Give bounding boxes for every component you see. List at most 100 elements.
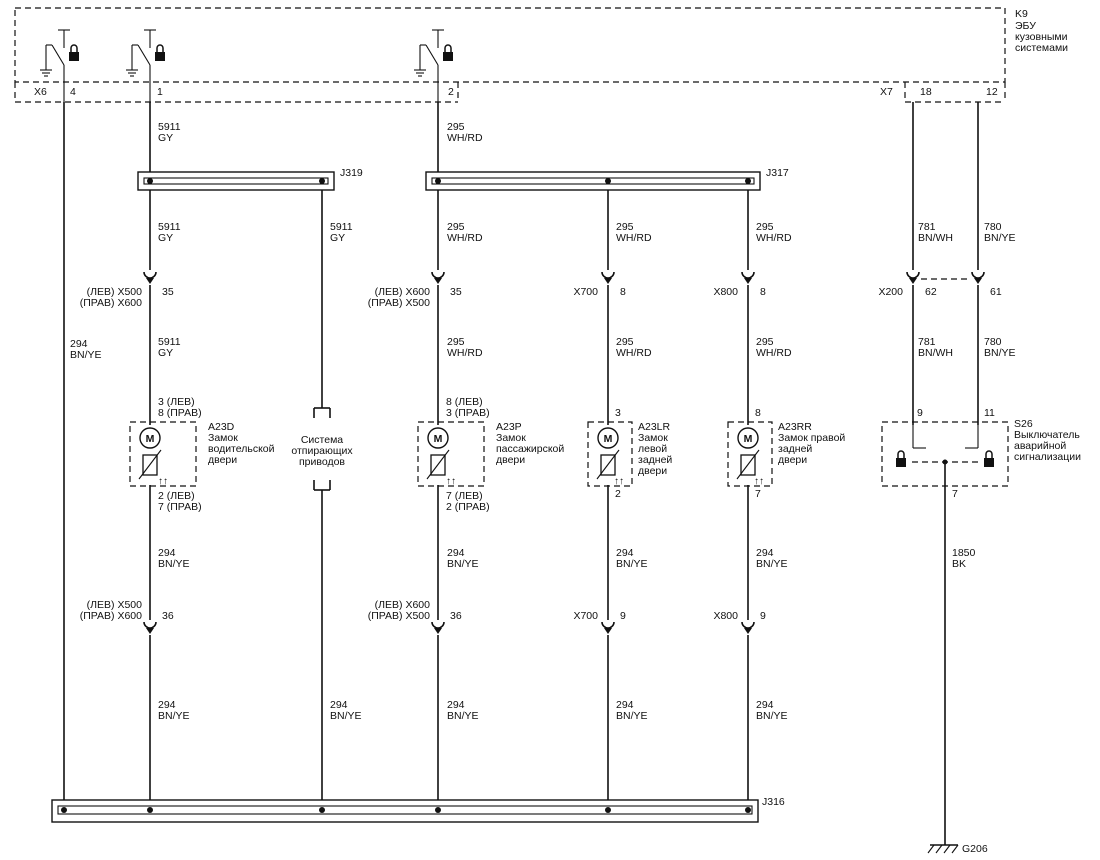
splice-j319: J319 [137,167,363,191]
actuator-a23lr: 3 M ↑↑ A23LR Замок левой задней двери 2 [587,407,672,500]
connector-pin: 36 [450,610,462,622]
unlock-system-label: Система [301,434,343,446]
ecu-pin-2: 2 [448,86,454,98]
wire-label: BN/YE [616,558,648,570]
wire-label: 294 [447,547,465,559]
connector-x500-35: (ЛЕВ) X500 (ПРАВ) X600 35 [80,271,174,309]
splice-j316: J316 [51,796,785,823]
wire-label: 294 [158,547,176,559]
ground-g206: G206 [927,843,988,855]
hazard-switch-s26: 9 11 S26 Выключатель аварийной сигнализа… [881,407,1081,500]
connector-pin: 35 [450,286,462,298]
inline-connectors-lower: (ЛЕВ) X500 (ПРАВ) X600 36 (ЛЕВ) X600 (ПР… [80,599,766,634]
wire-label: GY [158,232,173,244]
connector-label: (ПРАВ) X500 [368,610,430,622]
lock-icon [896,450,906,467]
connector-x6-label: X6 [34,86,47,98]
actuator-top-pin: 3 (ПРАВ) [446,407,490,419]
wire-label: 780 [984,336,1002,348]
wire-labels: 294 BN/YE 5911 GY 295 WH/RD 5911 GY 5911… [70,121,1016,722]
wire-label: 294 [70,338,88,350]
motor-symbol: M [146,433,155,445]
switch-pin: 11 [984,407,995,419]
wire-label: BN/YE [447,558,479,570]
actuator-desc: двери [638,465,667,477]
wire-label: GY [158,347,173,359]
connector-pin: 35 [162,286,174,298]
switch-desc: сигнализации [1014,451,1081,463]
actuator-desc: Замок [208,432,238,444]
actuator-desc: двери [208,454,237,466]
ecu-desc-line2: кузовными [1015,31,1068,43]
connector-pin: 36 [162,610,174,622]
actuator-desc: задней [778,443,812,455]
splice-j316-label: J316 [762,796,785,808]
connector-label: (ПРАВ) X500 [368,297,430,309]
connector-label: X700 [573,286,598,298]
actuator-a23d: 3 (ЛЕВ) 8 (ПРАВ) M ↑↑ A23D Замок водител… [129,396,275,513]
connector-x800-8: X800 8 [713,271,766,298]
connector-x7-label: X7 [880,86,893,98]
actuator-bottom-pin: 7 (ПРАВ) [158,501,202,513]
wire-label: 780 [984,221,1002,233]
actuator-code: A23D [208,421,235,433]
connector-label: X800 [713,286,738,298]
connector-pin: 9 [760,610,766,622]
connector-x200: X200 62 61 [878,271,1002,298]
wire-label: 294 [616,699,634,711]
wire-label: BN/WH [918,347,953,359]
actuator-bottom-pin: 7 (ЛЕВ) [446,490,483,502]
wire-label: 295 [447,121,465,133]
wire-label: 295 [447,336,465,348]
wire-label: BN/YE [158,558,190,570]
ecu-switch-3 [414,29,453,102]
actuator-desc: левой [638,443,667,455]
actuator-desc: пассажирской [496,443,564,455]
actuator-arrows: ↑↑ [754,476,764,487]
connector-label: X700 [573,610,598,622]
connector-pin: 62 [925,286,937,298]
connector-pin: 61 [990,286,1002,298]
switch-code: S26 [1014,418,1033,430]
actuator-top-pin: 8 (ПРАВ) [158,407,202,419]
ecu-desc-line3: системами [1015,42,1068,54]
motor-symbol: M [744,433,753,445]
connector-pin: 9 [620,610,626,622]
motor-symbol: M [434,433,443,445]
connector-x700-8: X700 8 [573,271,626,298]
actuator-code: A23P [496,421,522,433]
wire-label: WH/RD [756,347,792,359]
unlock-system-label: отпирающих [291,445,353,457]
lock-icon [443,44,453,61]
actuator-top-pin: 3 (ЛЕВ) [158,396,195,408]
connector-label: X800 [713,610,738,622]
ecu-pin-1: 1 [157,86,163,98]
wire-label: BN/YE [447,710,479,722]
wire-label: 781 [918,336,936,348]
wire-label: 294 [756,699,774,711]
connector-label: (ПРАВ) X600 [80,297,142,309]
connector-x700-9: X700 9 [573,610,626,634]
ecu-pin-18: 18 [920,86,932,98]
lock-icon [69,44,79,61]
ground-label: G206 [962,843,988,855]
switch-pin: 9 [917,407,923,419]
lock-icon [155,44,165,61]
wire-label: 294 [158,699,176,711]
ecu-pin-4: 4 [70,86,76,98]
wire-label: 295 [447,221,465,233]
connector-x800-9: X800 9 [713,610,766,634]
actuator-code: A23LR [638,421,671,433]
lock-icon [984,450,994,467]
switch-pin: 7 [952,488,958,500]
wire-label: WH/RD [447,132,483,144]
splice-j319-label: J319 [340,167,363,179]
wire-label: BN/WH [918,232,953,244]
connector-label: (ЛЕВ) X600 [375,286,430,298]
wire-label: 5911 [158,221,181,233]
switch-desc: аварийной [1014,440,1066,452]
actuator-bottom-pin: 7 [755,488,761,500]
wire-label: BN/YE [70,349,102,361]
wire-label: 294 [330,699,348,711]
actuator-desc: двери [496,454,525,466]
